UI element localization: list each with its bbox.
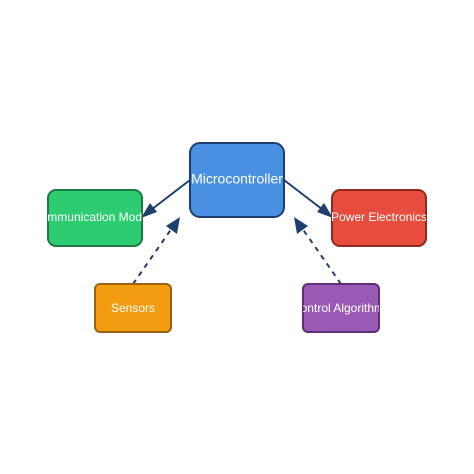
node-sensors-box: [94, 283, 172, 333]
node-communication-box: [47, 189, 143, 247]
node-communication-label: Communication Module: [32, 210, 158, 224]
node-microcontroller-box: [189, 142, 285, 218]
node-control-label: Control Algorithms: [292, 301, 390, 315]
node-microcontroller-label: Microcontroller: [191, 171, 283, 187]
node-power-box: [331, 189, 427, 247]
arrowhead-icon: [317, 203, 333, 218]
edge-control-to-microcontroller: [294, 217, 342, 285]
edge-microcontroller-to-power: [283, 179, 333, 218]
node-sensors-label: Sensors: [111, 301, 155, 315]
node-control: Control Algorithms: [292, 283, 390, 333]
node-microcontroller: Microcontroller: [189, 142, 285, 218]
node-sensors: Sensors: [94, 283, 172, 333]
edge-microcontroller-to-communication: [141, 179, 191, 218]
node-communication: Communication Module: [32, 189, 158, 247]
arrowhead-icon: [166, 217, 180, 234]
arrowhead-icon: [141, 203, 157, 218]
edge-sensors-to-microcontroller: [132, 217, 180, 285]
node-power-label: Power Electronics: [331, 210, 427, 224]
node-power: Power Electronics: [331, 189, 427, 247]
node-control-box: [302, 283, 380, 333]
arrowhead-icon: [294, 217, 308, 234]
